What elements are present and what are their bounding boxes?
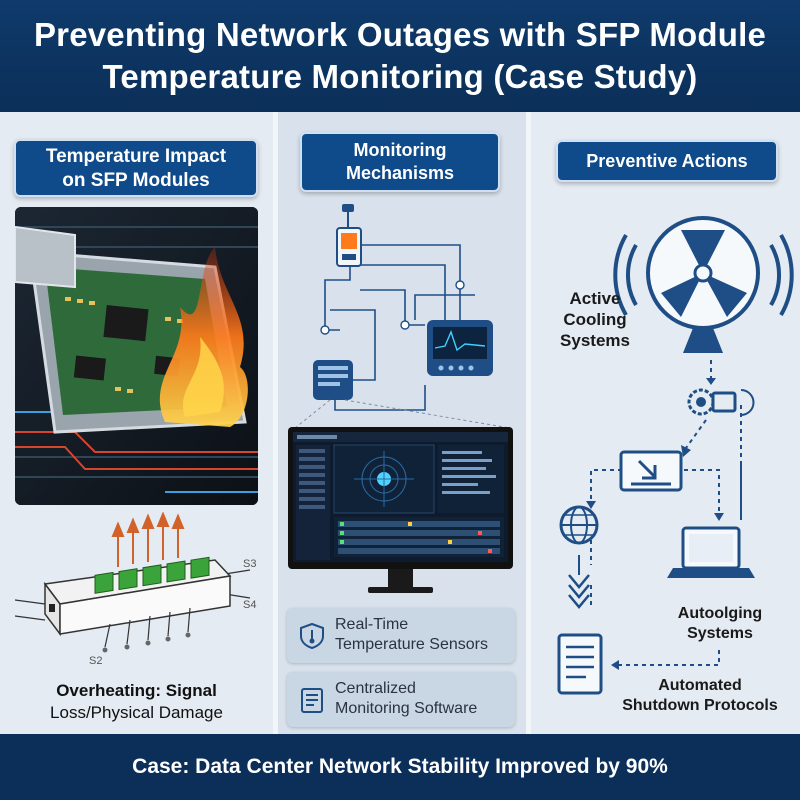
column-divider (526, 112, 531, 734)
shield-icon (300, 622, 324, 650)
footer-text: Case: Data Center Network Stability Impr… (132, 755, 668, 778)
label-s3: S3 (243, 558, 256, 570)
card1-line2: Temperature Sensors (335, 636, 488, 653)
control-panel-icon (619, 450, 683, 492)
monitoring-dashboard-screen (288, 427, 513, 593)
laptop-icon (667, 526, 755, 578)
label-s2: S2 (89, 655, 102, 667)
preventive-actions-diagram (557, 216, 794, 695)
card2-line1: Centralized (335, 680, 416, 697)
card-real-time-sensors: Real-Time Temperature Sensors (287, 608, 515, 663)
right-heading: Preventive Actions (556, 140, 778, 182)
card-real-time-sensors-text: Real-Time Temperature Sensors (335, 615, 488, 655)
right-panel (531, 112, 800, 734)
shutdown-line1: Automated (658, 677, 742, 694)
camera-icon (687, 388, 755, 416)
footer-banner: Case: Data Center Network Stability Impr… (0, 734, 800, 800)
sfp-module-heat-diagram: S3 S4 S2 (15, 512, 256, 667)
column-divider (273, 112, 278, 734)
overheating-caption: Overheating: Signal Loss/Physical Damage (0, 680, 273, 724)
autoolging-line2: Systems (687, 625, 753, 642)
card-centralized-software: Centralized Monitoring Software (287, 672, 515, 727)
overheating-sfp-photo (15, 207, 258, 505)
left-heading-line2: on SFP Modules (62, 170, 210, 191)
middle-heading-line1: Monitoring (353, 140, 447, 160)
shutdown-line2: Shutdown Protocols (622, 697, 778, 714)
document-icon (301, 688, 323, 713)
label-autoolging-systems: Autoolging Systems (645, 604, 795, 644)
right-heading-text: Preventive Actions (586, 151, 748, 171)
autoolging-line1: Autoolging (677, 605, 763, 622)
active-cooling-line2: Cooling (563, 310, 627, 329)
card-centralized-software-text: Centralized Monitoring Software (335, 679, 477, 719)
header-banner: Preventing Network Outages with SFP Modu… (0, 0, 800, 112)
label-s4: S4 (243, 599, 256, 611)
fan-icon (613, 216, 794, 353)
caption-line1: Overheating: Signal (56, 681, 217, 700)
left-heading-line1: Temperature Impact (45, 146, 227, 167)
left-heading: Temperature Impact on SFP Modules (14, 139, 258, 197)
overheating-circuit-board-image (15, 207, 258, 505)
middle-heading-line2: Mechanisms (345, 163, 455, 183)
chevron-down-icon (568, 574, 590, 609)
active-cooling-line3: Systems (560, 331, 630, 350)
label-active-cooling: Active Cooling Systems (540, 288, 650, 351)
middle-heading: Monitoring Mechanisms (300, 132, 500, 192)
page-title-line2: Temperature Monitoring (Case Study) (102, 58, 698, 95)
globe-icon (559, 505, 599, 545)
sensor-network-diagram (294, 204, 511, 429)
caption-line2: Loss/Physical Damage (50, 703, 223, 722)
shutdown-document-icon (557, 633, 603, 695)
card2-line2: Monitoring Software (335, 700, 478, 717)
page-title-line1: Preventing Network Outages with SFP Modu… (33, 16, 767, 53)
label-shutdown-protocols: Automated Shutdown Protocols (605, 676, 795, 716)
card1-line1: Real-Time (335, 616, 409, 633)
active-cooling-line1: Active (569, 289, 621, 308)
